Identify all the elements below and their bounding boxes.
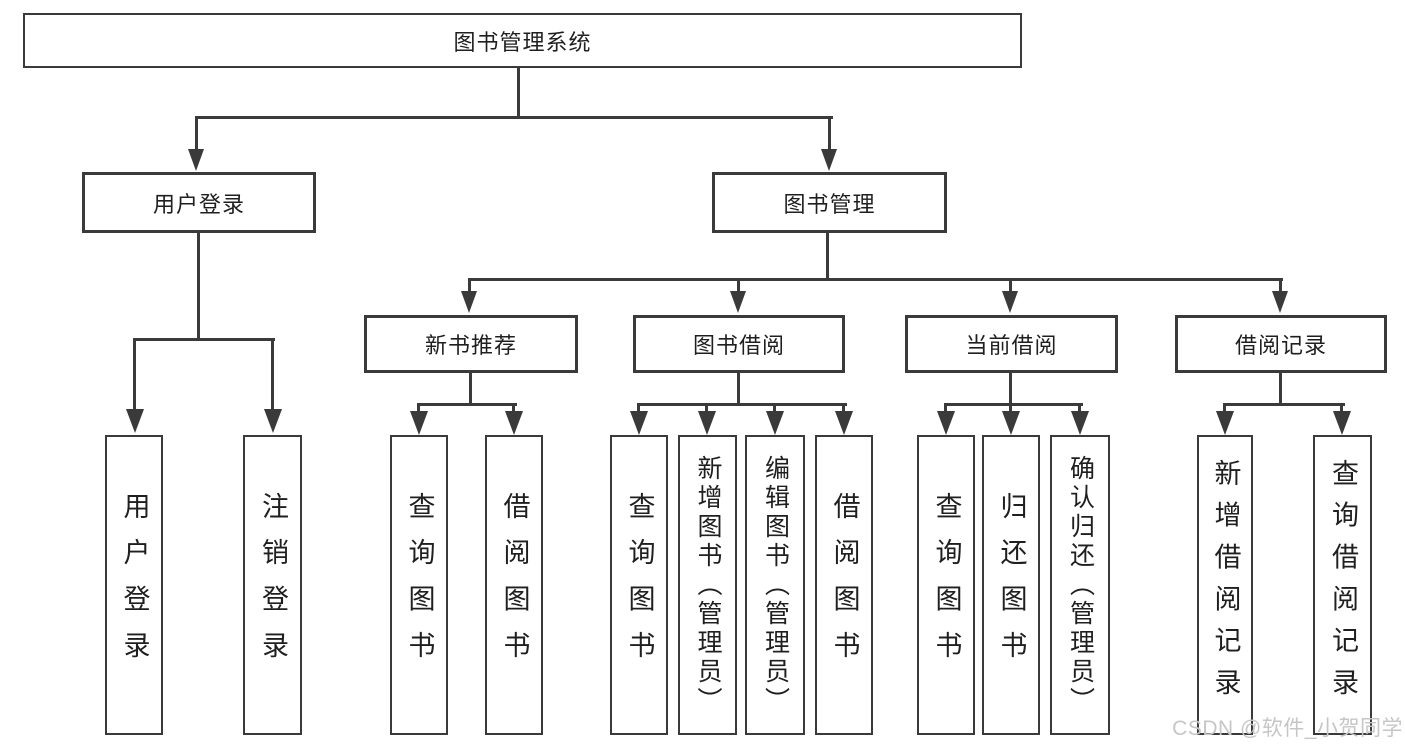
leaf-login-logout: 注销登录 xyxy=(243,435,302,735)
connector-line xyxy=(828,118,831,150)
arrow-down-icon xyxy=(821,149,837,171)
arrow-down-icon xyxy=(188,149,204,171)
connector-line xyxy=(417,405,420,412)
connector-line xyxy=(826,233,829,280)
node-new-book-recommend-label: 新书推荐 xyxy=(424,333,517,358)
arrow-down-icon xyxy=(1002,411,1020,435)
leaf-borrow-add-book-admin-label: 新增图书（管理员） xyxy=(694,454,722,716)
connector-line xyxy=(637,403,847,406)
node-book-borrow: 图书借阅 xyxy=(633,315,845,373)
leaf-borrow-query-book: 查询图书 xyxy=(610,435,668,735)
connector-line xyxy=(469,373,472,405)
connector-line xyxy=(195,118,198,150)
connector-line xyxy=(705,405,708,412)
leaf-record-add-borrow-record: 新增借阅记录 xyxy=(1197,435,1253,735)
node-user-login: 用户登录 xyxy=(82,172,316,233)
leaf-borrow-borrow-book-label: 借阅图书 xyxy=(829,492,860,678)
leaf-borrow-borrow-book: 借阅图书 xyxy=(815,435,873,735)
connector-line xyxy=(1009,373,1012,405)
arrow-down-icon xyxy=(730,291,746,313)
leaf-record-add-borrow-record-label: 新增借阅记录 xyxy=(1210,459,1241,711)
leaf-login-user-login: 用户登录 xyxy=(105,435,163,735)
connector-line xyxy=(1279,281,1282,293)
connector-line xyxy=(944,405,947,412)
arrow-down-icon xyxy=(126,409,144,433)
node-user-login-label: 用户登录 xyxy=(152,191,245,217)
leaf-current-confirm-return-admin-label: 确认归还（管理员） xyxy=(1066,454,1095,716)
leaf-borrow-add-book-admin: 新增图书（管理员） xyxy=(678,435,737,735)
leaf-current-confirm-return-admin: 确认归还（管理员） xyxy=(1050,435,1110,735)
connector-line xyxy=(637,405,640,412)
node-book-borrow-label: 图书借阅 xyxy=(692,333,785,358)
connector-line xyxy=(842,405,845,412)
leaf-recommend-query-book-label: 查询图书 xyxy=(404,492,435,678)
connector-line xyxy=(1078,405,1081,412)
node-book-management: 图书管理 xyxy=(712,172,947,233)
leaf-login-user-login-label: 用户登录 xyxy=(119,492,150,678)
arrow-down-icon xyxy=(766,411,784,435)
arrow-down-icon xyxy=(698,411,716,435)
connector-line xyxy=(737,281,740,293)
arrow-down-icon xyxy=(630,411,648,435)
leaf-recommend-borrow-book-label: 借阅图书 xyxy=(499,492,530,678)
connector-line xyxy=(1009,405,1012,412)
connector-line xyxy=(468,281,471,293)
node-borrow-record: 借阅记录 xyxy=(1175,315,1387,373)
connector-line xyxy=(271,341,274,409)
arrow-down-icon xyxy=(937,411,955,435)
csdn-watermark: CSDN @软件_小贺同学 xyxy=(1172,717,1403,740)
connector-line xyxy=(1009,281,1012,293)
connector-line xyxy=(737,373,740,405)
connector-line xyxy=(195,116,833,119)
node-borrow-record-label: 借阅记录 xyxy=(1234,333,1327,358)
connector-line xyxy=(133,341,136,409)
arrow-down-icon xyxy=(461,291,477,313)
leaf-record-query-borrow-record: 查询借阅记录 xyxy=(1313,435,1372,735)
leaf-recommend-query-book: 查询图书 xyxy=(390,435,448,735)
arrow-down-icon xyxy=(410,411,428,435)
node-current-borrow: 当前借阅 xyxy=(905,315,1118,373)
leaf-borrow-query-book-label: 查询图书 xyxy=(624,492,655,678)
leaf-current-query-book: 查询图书 xyxy=(917,435,975,735)
leaf-borrow-edit-book-admin: 编辑图书（管理员） xyxy=(745,435,805,735)
arrow-down-icon xyxy=(1002,291,1018,313)
leaf-current-return-book: 归还图书 xyxy=(982,435,1040,735)
node-book-management-label: 图书管理 xyxy=(783,191,876,217)
connector-line xyxy=(1223,405,1226,412)
node-current-borrow-label: 当前借阅 xyxy=(965,333,1058,358)
arrow-down-icon xyxy=(505,411,523,435)
leaf-record-query-borrow-record-label: 查询借阅记录 xyxy=(1328,459,1358,711)
connector-line xyxy=(133,338,275,341)
arrow-down-icon xyxy=(264,409,282,433)
node-root-library-system: 图书管理系统 xyxy=(23,13,1022,68)
connector-line xyxy=(944,403,1083,406)
node-new-book-recommend: 新书推荐 xyxy=(364,315,578,373)
leaf-current-return-book-label: 归还图书 xyxy=(996,492,1027,678)
leaf-borrow-edit-book-admin-label: 编辑图书（管理员） xyxy=(761,454,790,716)
connector-line xyxy=(468,278,1283,281)
connector-line xyxy=(417,403,517,406)
arrow-down-icon xyxy=(1333,411,1351,435)
connector-line xyxy=(1223,403,1345,406)
arrow-down-icon xyxy=(1272,291,1288,313)
connector-line xyxy=(1279,373,1282,405)
leaf-recommend-borrow-book: 借阅图书 xyxy=(485,435,543,735)
arrow-down-icon xyxy=(835,411,853,435)
connector-line xyxy=(773,405,776,412)
connector-line xyxy=(512,405,515,412)
connector-line xyxy=(197,233,200,340)
connector-line xyxy=(517,68,520,118)
node-root-label: 图书管理系统 xyxy=(453,29,592,55)
arrow-down-icon xyxy=(1216,411,1234,435)
leaf-current-query-book-label: 查询图书 xyxy=(931,492,962,678)
arrow-down-icon xyxy=(1071,411,1089,435)
connector-line xyxy=(1340,405,1343,412)
leaf-login-logout-label: 注销登录 xyxy=(258,492,288,678)
